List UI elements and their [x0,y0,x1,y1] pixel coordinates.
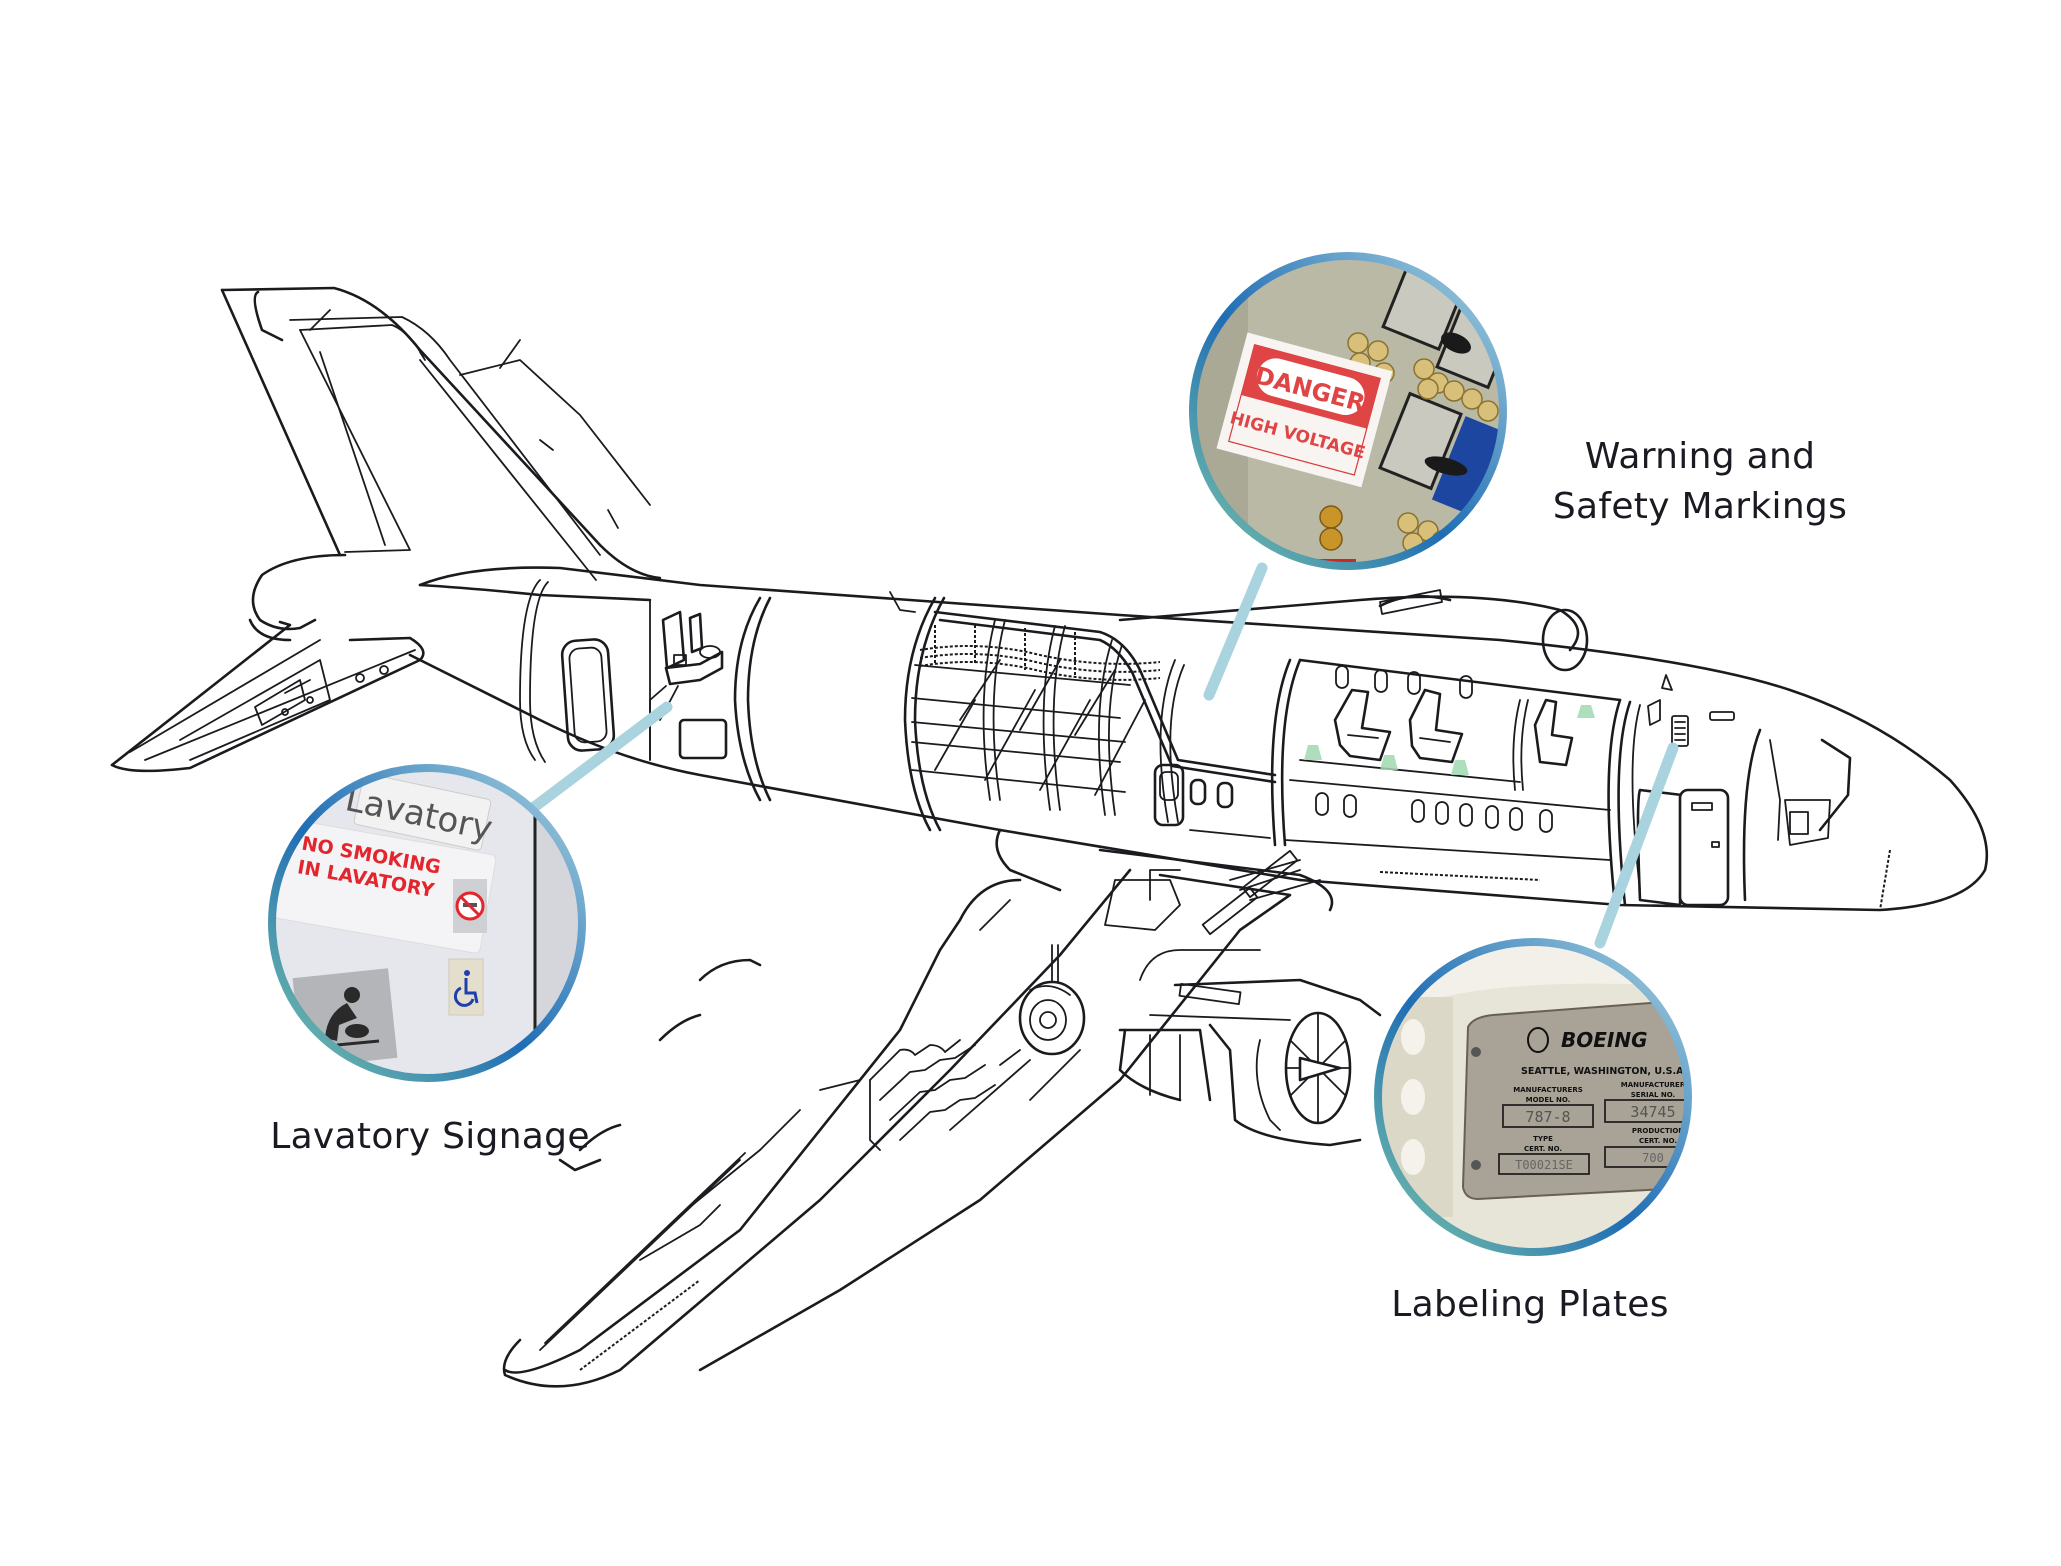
label-warning-safety-markings: Warning and Safety Markings [1530,432,1870,532]
label-labeling-plates: Labeling Plates [1365,1280,1695,1330]
danger-sign: DANGER HIGH VOLTAGE [1216,332,1393,488]
main-wing [502,828,1334,1388]
far-wing-and-engine [1118,589,1589,672]
connector-warning [1203,562,1268,701]
plate-field-label: CERT. NO. [1639,1137,1677,1145]
mid-fuselage-door [1153,763,1271,839]
engine-nacelle [1118,978,1382,1147]
plate-field-label: SERIAL NO. [1631,1091,1675,1099]
wheelchair-accessible-icon [448,958,484,1016]
type-cert-value: T00021SE [1515,1158,1573,1172]
plate-field-label: MANUFACTURER [1621,1081,1686,1089]
plate-field-label: CERT. NO. [1524,1145,1562,1153]
passenger-cabin [1270,658,1622,861]
callout-ring [1374,938,1692,1256]
main-landing-gear [1018,944,1086,1056]
plate-location-text: SEATTLE, WASHINGTON, U.S.A. [1521,1066,1687,1077]
callout-labeling-photo: BOEING SEATTLE, WASHINGTON, U.S.A. MANUF… [1373,937,1693,1257]
vertical-stabilizer [220,286,662,581]
cabin-seats [1333,688,1574,791]
plate-field-label: MANUFACTURERS [1513,1086,1583,1094]
model-number-value: 787-8 [1525,1108,1570,1126]
plate-field-label: PRODUCTION [1632,1127,1684,1135]
boeing-plate [1461,997,1685,1201]
callout-ring [268,764,586,1082]
horizontal-stabilizer [110,553,425,773]
label-line: Lavatory Signage [270,1116,590,1157]
plate-field-label: MODEL NO. [1526,1096,1571,1104]
label-line: Labeling Plates [1391,1284,1669,1325]
plate-field-label: TYPE [1533,1135,1553,1143]
no-smoking-icon [453,879,487,933]
callout-lavatory-photo: Lavatory NO SMOKING IN LAVATORY [267,763,587,1083]
forward-galley-cockpit [1379,674,1891,911]
lavatory-fixture [649,610,728,761]
serial-number-value: 34745 [1630,1103,1675,1121]
label-line: Safety Markings [1552,486,1848,527]
production-cert-value: 700 [1642,1151,1664,1165]
wing-fuel-cells [869,1039,996,1151]
callout-ring [1189,252,1507,570]
label-line: Warning and [1584,436,1816,477]
connector-labeling [1594,742,1679,949]
boeing-brand-text: BOEING [1561,1028,1648,1052]
connector-lavatory [527,701,673,814]
fuselage [408,566,1989,912]
label-lavatory-signage: Lavatory Signage [255,1112,605,1162]
callout-warning-photo: DANGER HIGH VOLTAGE [1188,251,1508,571]
